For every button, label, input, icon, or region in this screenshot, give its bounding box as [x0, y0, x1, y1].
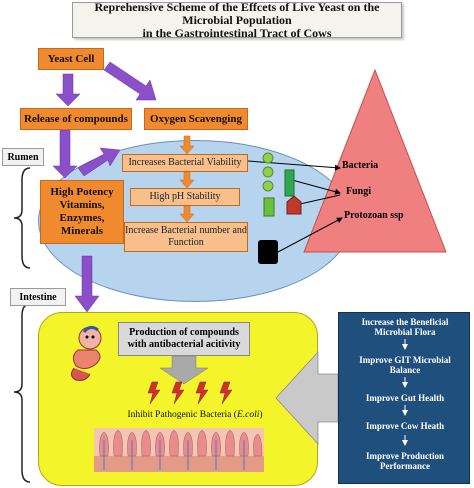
title-line-2: in the Gastrointestinal Tract of Cows — [142, 25, 332, 40]
oxygen-scavenging-box: Oxygen Scavenging — [144, 108, 248, 130]
yeast-cell-box: Yeast Cell — [38, 48, 104, 70]
arrow-yeast-to-oxygen — [103, 61, 157, 101]
inhibit-text-end: ) — [259, 410, 263, 420]
benefit-arrows — [402, 339, 408, 446]
benefit-item-4: Improve Cow Heath — [365, 421, 445, 431]
diagram-title: Reprehensive Scheme of the Effcets of Li… — [72, 0, 402, 40]
pyramid-label-bacteria: Bacteria — [342, 160, 379, 171]
grey-down-arrow — [159, 355, 209, 385]
line-black-protozoa — [277, 217, 343, 253]
benefit-item-5: Improve Production Performance — [366, 451, 444, 471]
high-potency-box: High Potency Vitamins, Enzymes, Minerals — [40, 180, 124, 244]
line-viability-bacteria — [247, 160, 341, 171]
fungi-rod-1 — [284, 169, 295, 197]
rumen-brace — [13, 167, 31, 269]
arrow-viability-to-ph — [179, 171, 195, 189]
intestinal-villi-image — [94, 428, 264, 472]
big-left-arrow — [275, 350, 339, 446]
pyramid-label-protozoa: Protozoan ssp — [344, 210, 404, 221]
black-block — [258, 240, 278, 264]
benefits-panel: Increase the Beneficial Microbial Flora … — [338, 312, 470, 484]
arrow-release-to-potency — [52, 129, 78, 179]
rumen-label: Rumen — [2, 148, 44, 166]
ph-stability-box: High pH Stability — [130, 188, 240, 206]
production-compounds-box: Production of compounds with antibacteri… — [118, 322, 250, 356]
fungi-rod-2 — [263, 197, 275, 217]
bolt-4 — [219, 381, 233, 405]
title-line-1: Reprehensive Scheme of the Effcets of Li… — [94, 0, 380, 27]
line-green-fungi — [291, 179, 341, 195]
inhibit-pathogens-text: Inhibit Pathogenic Bacteria (E.coli) — [110, 410, 280, 420]
bolt-3 — [195, 381, 209, 405]
arrow-oxygen-to-viability — [179, 135, 195, 155]
inhibit-text-start: Inhibit Pathogenic Bacteria ( — [127, 410, 237, 420]
inhibit-text-ecoli: E.coli — [236, 410, 260, 420]
gut-cartoon-icon — [70, 325, 102, 381]
protozoa-shape — [286, 195, 302, 215]
benefit-item-2: Improve GIT Microbial Balance — [359, 355, 451, 375]
arrow-rumen-to-intestine — [74, 255, 100, 313]
bacteria-dot-3 — [262, 180, 274, 192]
intestine-brace — [13, 303, 31, 483]
arrow-ph-to-number — [179, 205, 195, 223]
bacterial-viability-box: Increases Bacterial Viability — [122, 154, 248, 172]
release-compounds-box: Release of compounds — [20, 108, 132, 130]
bacteria-dot-1 — [262, 152, 274, 164]
arrow-yeast-to-release — [55, 73, 81, 107]
pyramid-label-fungi: Fungi — [346, 186, 372, 197]
arrow-to-viability — [77, 147, 121, 177]
benefit-item-1: Increase the Beneficial Microbial Flora — [361, 317, 449, 337]
intestine-label: Intestine — [10, 288, 66, 306]
bolt-2 — [171, 381, 185, 405]
benefit-item-3: Improve Gut Health — [365, 393, 445, 403]
bolt-1 — [147, 381, 161, 405]
bacteria-dot-2 — [262, 166, 274, 178]
line-red-protozoa — [299, 194, 341, 205]
microbe-pyramid — [303, 68, 447, 253]
bacterial-number-box: Increase Bacterial number and Function — [124, 222, 248, 252]
